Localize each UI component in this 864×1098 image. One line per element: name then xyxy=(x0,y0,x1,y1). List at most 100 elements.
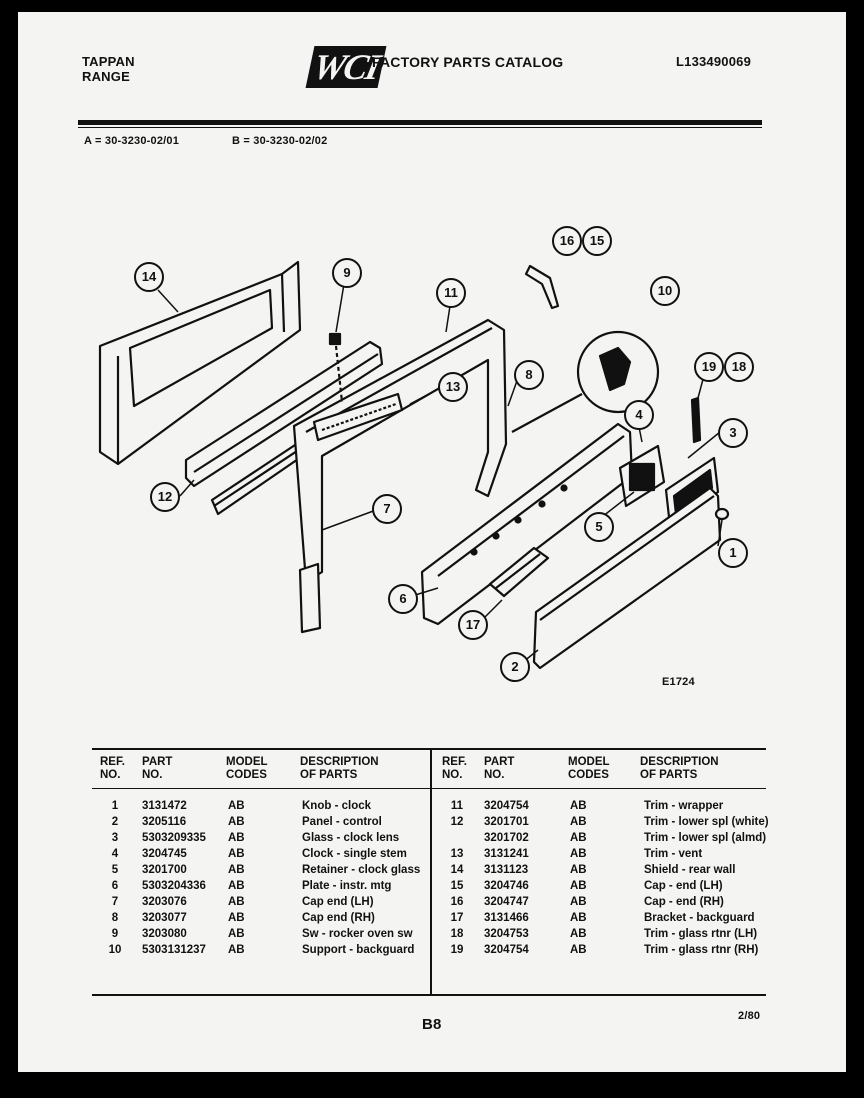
cell-model: AB xyxy=(228,944,245,956)
revision-date: 2/80 xyxy=(738,1010,761,1022)
cell-part: 5303209335 xyxy=(142,832,206,844)
cell-model: AB xyxy=(570,848,587,860)
cell-part: 3204747 xyxy=(484,896,529,908)
figure-id: E1724 xyxy=(662,676,695,688)
callout-16: 16 xyxy=(552,226,582,256)
cell-ref: 10 xyxy=(108,944,122,956)
cell-ref: 3 xyxy=(111,832,119,844)
cell-desc: Knob - clock xyxy=(302,800,372,812)
callout-17: 17 xyxy=(458,610,488,640)
part-vent-trim xyxy=(312,392,404,442)
header-desc-right: DESCRIPTION OF PARTS xyxy=(640,756,719,781)
cell-ref: 1 xyxy=(111,800,119,812)
callout-6: 6 xyxy=(388,584,418,614)
page-number: B8 xyxy=(422,1016,442,1033)
cell-part: 3203076 xyxy=(142,896,187,908)
cell-model: AB xyxy=(228,928,245,940)
brand-line-1: TAPPAN xyxy=(82,54,135,69)
table-row: 14 3131123 AB Shield - rear wall xyxy=(442,862,782,878)
cell-model: AB xyxy=(228,912,245,924)
cell-ref: 11 xyxy=(450,800,464,812)
cell-model: AB xyxy=(570,800,587,812)
part-rocker-switch xyxy=(328,332,344,403)
header-ref-right: REF. NO. xyxy=(442,756,467,781)
cell-part: 3204753 xyxy=(484,928,529,940)
cell-model: AB xyxy=(228,800,245,812)
cell-part: 3204754 xyxy=(484,800,529,812)
header-part-right: PART NO. xyxy=(484,756,515,781)
cell-model: AB xyxy=(570,928,587,940)
cell-desc: Trim - vent xyxy=(644,848,703,860)
cell-desc: Cap - end (LH) xyxy=(644,880,723,892)
cell-model: AB xyxy=(228,832,245,844)
cell-model: AB xyxy=(570,896,587,908)
callout-14: 14 xyxy=(134,262,164,292)
cell-desc: Cap end (RH) xyxy=(302,912,375,924)
cell-desc: Cap end (LH) xyxy=(302,896,374,908)
cell-part: 3203077 xyxy=(142,912,187,924)
callout-18: 18 xyxy=(724,352,754,382)
cell-desc: Shield - rear wall xyxy=(644,864,736,876)
callout-13: 13 xyxy=(438,372,468,402)
cell-ref: 12 xyxy=(450,816,464,828)
header-ref-left: REF. NO. xyxy=(100,756,125,781)
cell-desc: Trim - glass rtnr (LH) xyxy=(644,928,758,940)
cell-part: 3204745 xyxy=(142,848,187,860)
cell-ref: 9 xyxy=(111,928,119,940)
part-clock xyxy=(618,444,666,508)
part-bracket xyxy=(488,546,550,598)
part-wrapper xyxy=(292,318,508,634)
header-desc-left: DESCRIPTION OF PARTS xyxy=(300,756,379,781)
header-part-left: PART NO. xyxy=(142,756,173,781)
header-underline xyxy=(92,788,766,789)
cell-ref: 14 xyxy=(450,864,464,876)
cell-part: 3201700 xyxy=(142,864,187,876)
cell-ref: 8 xyxy=(111,912,119,924)
callout-10: 10 xyxy=(650,276,680,306)
cell-model: AB xyxy=(570,832,587,844)
catalog-page: TAPPAN RANGE WCI FACTORY PARTS CATALOG L… xyxy=(18,12,846,1072)
cell-part: 3204754 xyxy=(484,944,529,956)
header-model-right: MODEL CODES xyxy=(568,756,610,781)
header-model-left: MODEL CODES xyxy=(226,756,268,781)
callout-3: 3 xyxy=(718,418,748,448)
cell-model: AB xyxy=(228,896,245,908)
cell-model: AB xyxy=(228,864,245,876)
callout-11: 11 xyxy=(436,278,466,308)
cell-ref: 13 xyxy=(450,848,464,860)
cell-part: 3201702 xyxy=(484,832,529,844)
cell-part: 3204746 xyxy=(484,880,529,892)
cell-desc: Trim - lower spl (almd) xyxy=(644,832,767,844)
cell-model: AB xyxy=(228,848,245,860)
part-end-cap xyxy=(524,264,560,310)
cell-desc: Bracket - backguard xyxy=(644,912,755,924)
cell-model: AB xyxy=(570,864,587,876)
table-row: 1 3131472 AB Knob - clock xyxy=(100,798,440,814)
callout-9: 9 xyxy=(332,258,362,288)
cell-desc: Trim - lower spl (white) xyxy=(644,816,769,828)
callout-7: 7 xyxy=(372,494,402,524)
cell-desc: Support - backguard xyxy=(302,944,415,956)
cell-part: 5303131237 xyxy=(142,944,206,956)
header-rule xyxy=(78,120,762,125)
cell-model: AB xyxy=(570,912,587,924)
cell-part: 3131123 xyxy=(484,864,529,876)
part-control-panel xyxy=(532,486,722,670)
cell-desc: Panel - control xyxy=(302,816,382,828)
part-support-backguard xyxy=(511,330,660,433)
cell-part: 3131241 xyxy=(484,848,529,860)
callout-15: 15 xyxy=(582,226,612,256)
callout-19: 19 xyxy=(694,352,724,382)
cell-part: 3203080 xyxy=(142,928,187,940)
cell-desc: Retainer - clock glass xyxy=(302,864,421,876)
catalog-number: L133490069 xyxy=(676,54,752,69)
cell-part: 3131472 xyxy=(142,800,187,812)
cell-part: 3201701 xyxy=(484,816,529,828)
